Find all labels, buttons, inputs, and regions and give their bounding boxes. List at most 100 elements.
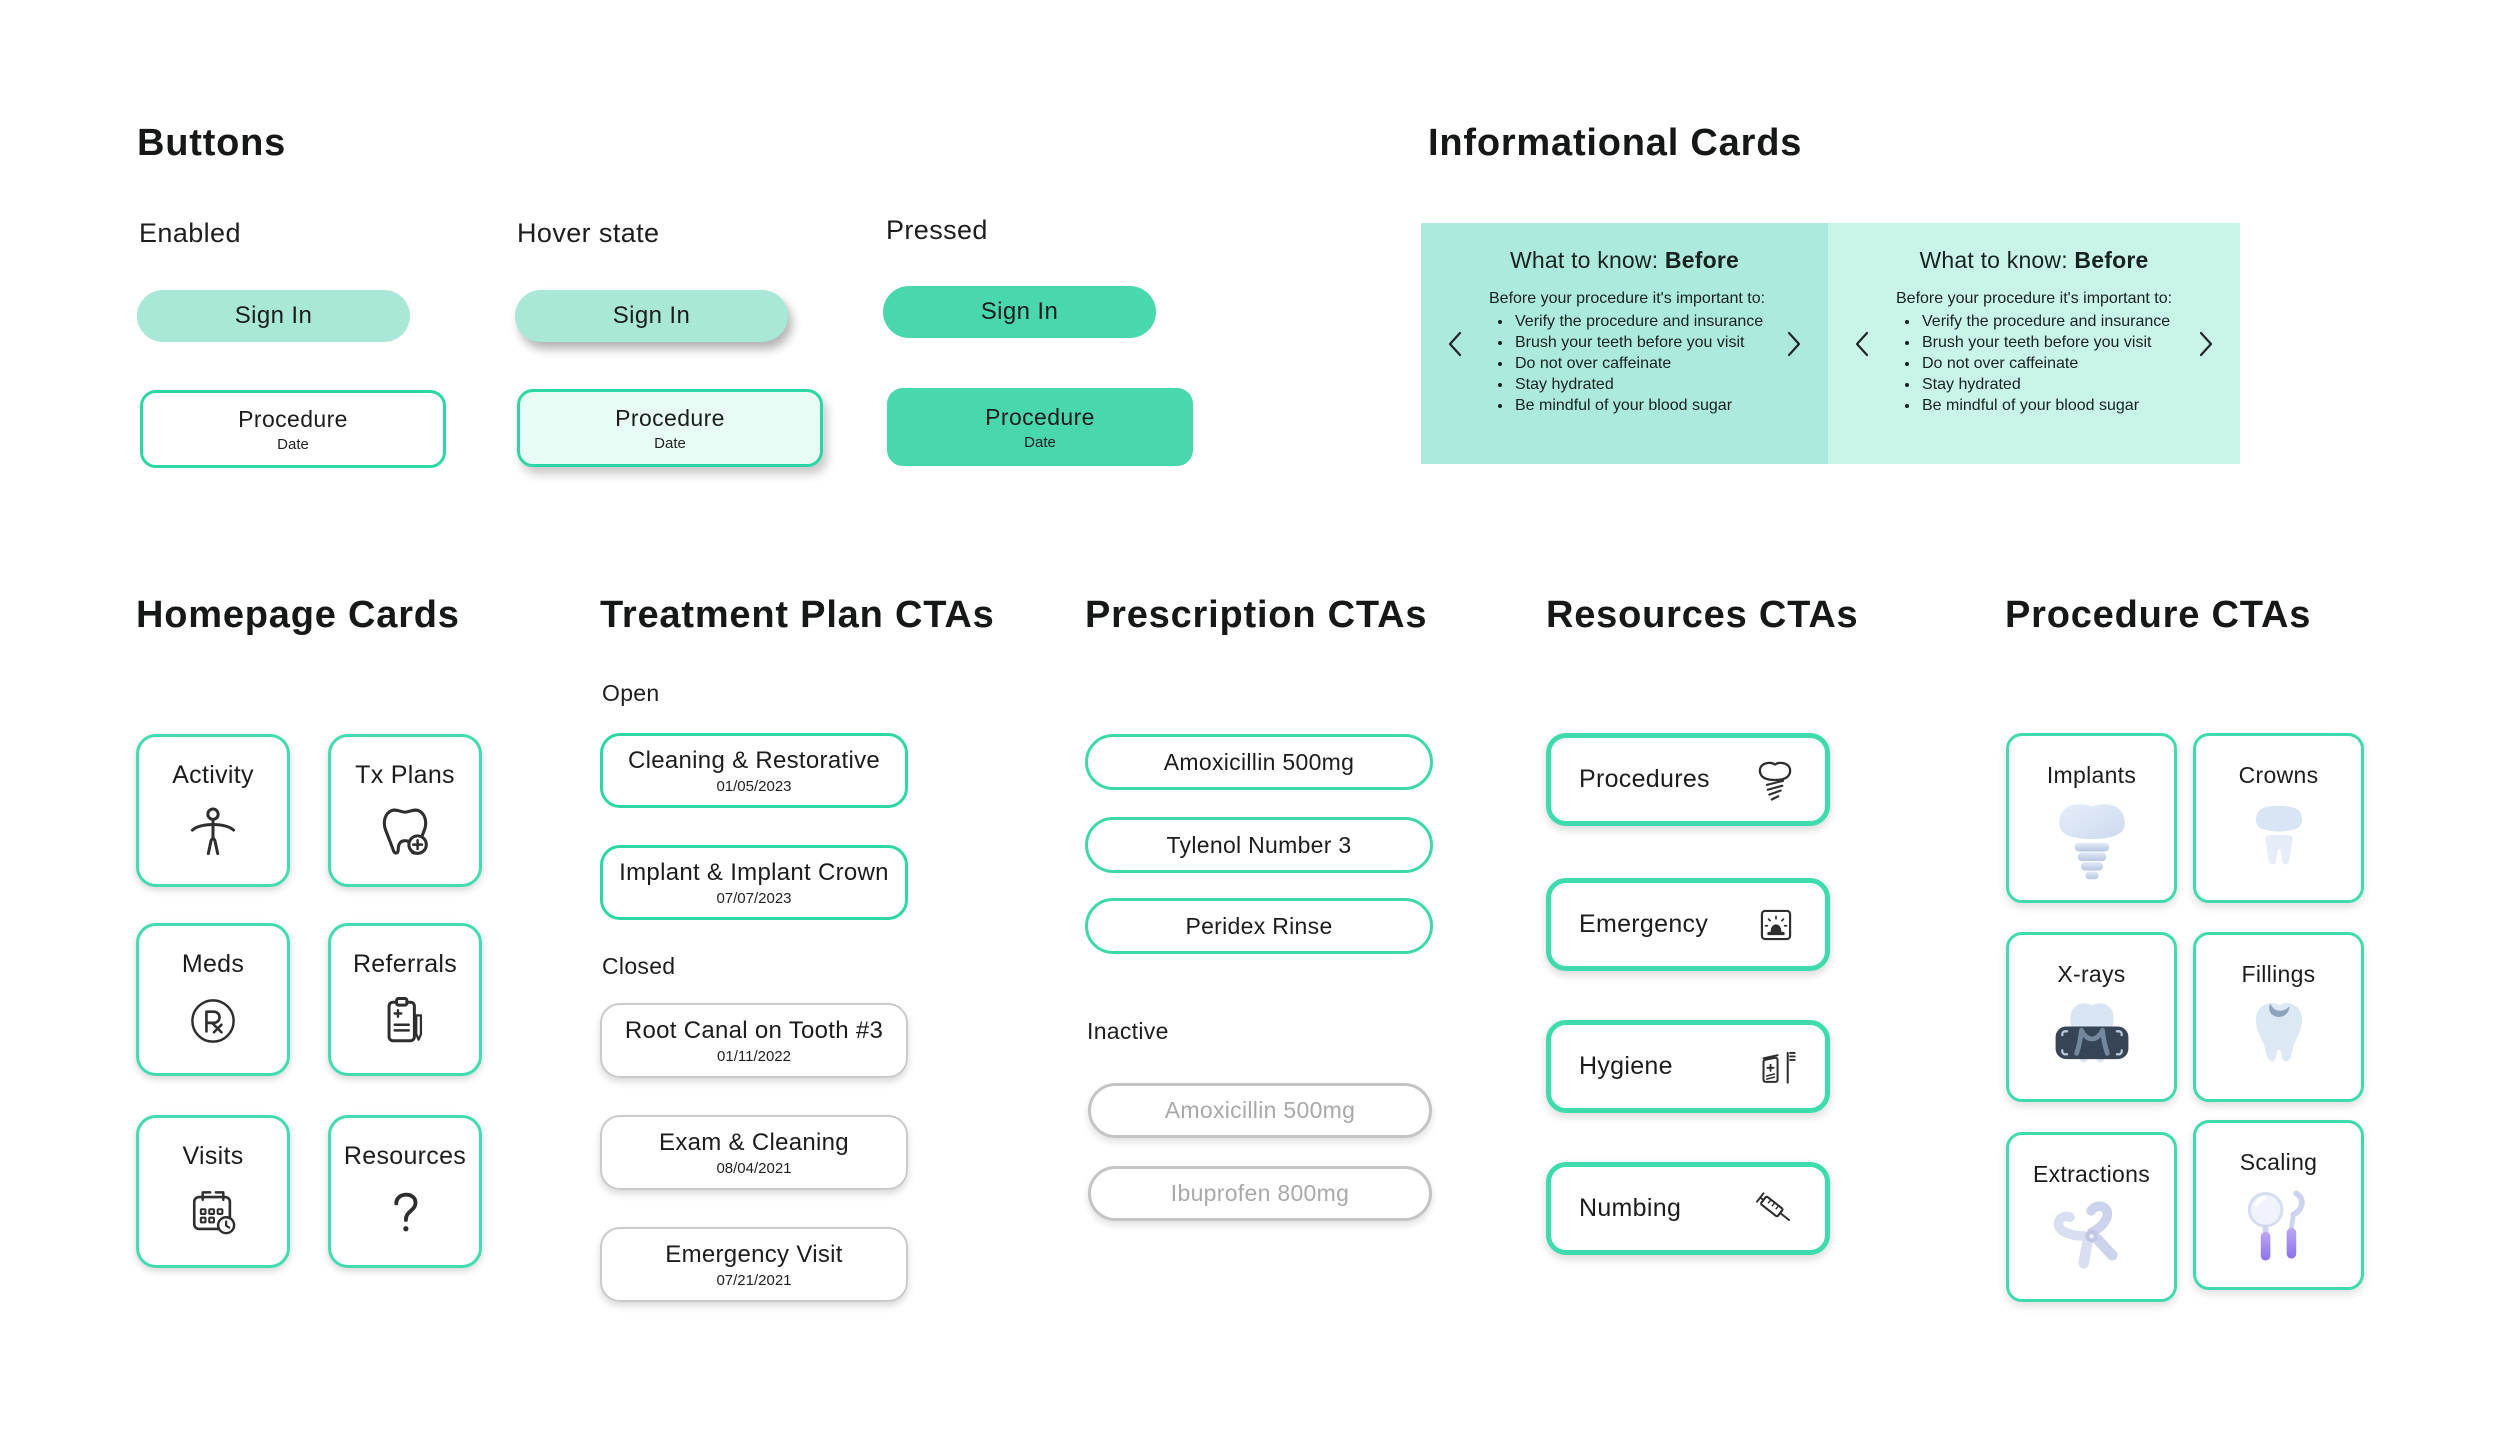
procedure-cta-implants[interactable]: Implants [2006,733,2177,903]
treatment-section-title: Treatment Plan CTAs [600,594,995,636]
info-card-bullet: Verify the procedure and insurance [1920,311,2186,332]
homepage-card-resources[interactable]: Resources [328,1115,482,1268]
treatment-cta-implant-crown[interactable]: Implant & Implant Crown 07/07/2023 [600,845,908,920]
homepage-card-referrals[interactable]: Referrals [328,923,482,1076]
procedure-cta-scaling[interactable]: Scaling [2193,1120,2364,1290]
procedure-button-enabled[interactable]: Procedure Date [140,390,446,468]
card-label: Resources [343,1142,467,1170]
clipboard-pen-icon [375,979,435,1073]
homepage-card-activity[interactable]: Activity [136,734,290,887]
procedure-label: Scaling [2239,1149,2318,1175]
info-card-body: Before your procedure it's important to:… [1896,288,2186,416]
prescription-cta-amoxicillin-inactive[interactable]: Amoxicillin 500mg [1088,1083,1432,1138]
info-card-body: Before your procedure it's important to:… [1489,288,1779,416]
treatment-date: 01/11/2022 [717,1047,791,1065]
pressed-state-label: Pressed [886,215,988,245]
info-card-before-dark: What to know: Before Before your procedu… [1421,223,1828,464]
resource-cta-procedures[interactable]: Procedures [1546,733,1830,826]
treatment-name: Implant & Implant Crown [619,858,889,886]
prescription-section-title: Prescription CTAs [1085,594,1428,636]
prescription-cta-tylenol[interactable]: Tylenol Number 3 [1085,817,1433,873]
procedure-cta-xrays[interactable]: X-rays [2006,932,2177,1102]
resource-label: Hygiene [1579,1052,1673,1080]
treatment-name: Root Canal on Tooth #3 [624,1016,884,1044]
procedure-button-pressed[interactable]: Procedure Date [887,388,1193,466]
prescription-cta-amoxicillin[interactable]: Amoxicillin 500mg [1085,734,1433,790]
xray-3d-icon [2046,988,2138,1099]
treatment-cta-exam-cleaning[interactable]: Exam & Cleaning 08/04/2021 [600,1115,908,1190]
dental-implant-icon [1749,754,1801,806]
resource-label: Emergency [1579,910,1709,938]
homepage-card-visits[interactable]: Visits [136,1115,290,1268]
info-card-intro: Before your procedure it's important to: [1489,290,1766,307]
chevron-left-icon[interactable] [1854,330,1870,358]
treatment-date: 01/05/2023 [716,777,792,795]
calendar-clock-icon [183,1171,243,1265]
sign-in-button-hover[interactable]: Sign In [515,290,788,342]
card-label: Tx Plans [355,761,455,789]
procedure-cta-crowns[interactable]: Crowns [2193,733,2364,903]
info-cards-section-title: Informational Cards [1428,122,1803,164]
homepage-card-meds[interactable]: Meds [136,923,290,1076]
scaler-3d-icon [2233,1176,2325,1287]
procedure-label: Implants [2046,762,2137,788]
procedure-cta-fillings[interactable]: Fillings [2193,932,2364,1102]
hover-state-label: Hover state [517,218,660,248]
procedure-button-subtitle: Date [654,434,686,452]
person-activity-icon [183,790,243,884]
resource-cta-emergency[interactable]: Emergency [1546,878,1830,971]
procedure-label: Extractions [2032,1161,2151,1187]
card-label: Meds [181,950,245,978]
info-card-bullet: Brush your teeth before you visit [1920,332,2186,353]
info-card-bullet: Verify the procedure and insurance [1513,311,1779,332]
info-card-bullet: Do not over caffeinate [1920,353,2186,374]
procedure-button-title: Procedure [615,404,725,431]
info-card-heading: What to know: Before [1510,247,1739,273]
prescription-cta-ibuprofen-inactive[interactable]: Ibuprofen 800mg [1088,1166,1432,1221]
procedure-button-subtitle: Date [277,435,309,453]
treatment-date: 08/04/2021 [716,1159,792,1177]
tooth-plus-icon [374,790,436,884]
info-card-bullet: Do not over caffeinate [1513,353,1779,374]
treatment-name: Exam & Cleaning [659,1128,849,1156]
enabled-state-label: Enabled [139,218,241,248]
sign-in-button-enabled[interactable]: Sign In [137,290,410,342]
resource-label: Numbing [1579,1194,1682,1222]
treatment-cta-cleaning-restorative[interactable]: Cleaning & Restorative 01/05/2023 [600,733,908,808]
info-card-bullet: Be mindful of your blood sugar [1920,395,2186,416]
procedure-label: Fillings [2241,961,2316,987]
procedure-button-hover[interactable]: Procedure Date [517,389,823,467]
info-card-bullet: Stay hydrated [1513,374,1779,395]
treatment-cta-emergency-visit[interactable]: Emergency Visit 07/21/2021 [600,1227,908,1302]
sign-in-button-pressed[interactable]: Sign In [883,286,1156,338]
info-card-intro: Before your procedure it's important to: [1896,290,2173,307]
procedure-label: X-rays [2057,961,2126,987]
treatment-cta-root-canal[interactable]: Root Canal on Tooth #3 01/11/2022 [600,1003,908,1078]
treatment-date: 07/07/2023 [716,889,792,907]
card-label: Activity [172,761,254,789]
resource-label: Procedures [1579,765,1710,793]
question-mark-icon [377,1171,433,1265]
card-label: Visits [182,1142,244,1170]
info-card-bullet-list: Verify the procedure and insurance Brush… [1489,311,1779,416]
info-card-bullet: Brush your teeth before you visit [1513,332,1779,353]
chevron-left-icon[interactable] [1447,330,1463,358]
procedure-button-title: Procedure [238,405,348,432]
homepage-cards-section-title: Homepage Cards [136,594,460,636]
prescription-cta-peridex[interactable]: Peridex Rinse [1085,898,1433,954]
treatment-name: Emergency Visit [665,1240,843,1268]
resource-cta-numbing[interactable]: Numbing [1546,1162,1830,1255]
homepage-card-tx-plans[interactable]: Tx Plans [328,734,482,887]
info-card-before-light: What to know: Before Before your procedu… [1828,223,2240,464]
chevron-right-icon[interactable] [2198,330,2214,358]
syringe-icon [1749,1183,1801,1235]
info-card-bullet: Stay hydrated [1920,374,2186,395]
procedures-section-title: Procedure CTAs [2005,594,2312,636]
siren-icon [1751,900,1801,950]
forceps-3d-icon [2046,1188,2138,1299]
buttons-section-title: Buttons [137,122,287,164]
procedure-cta-extractions[interactable]: Extractions [2006,1132,2177,1302]
chevron-right-icon[interactable] [1786,330,1802,358]
procedure-button-title: Procedure [985,403,1095,430]
resource-cta-hygiene[interactable]: Hygiene [1546,1020,1830,1113]
